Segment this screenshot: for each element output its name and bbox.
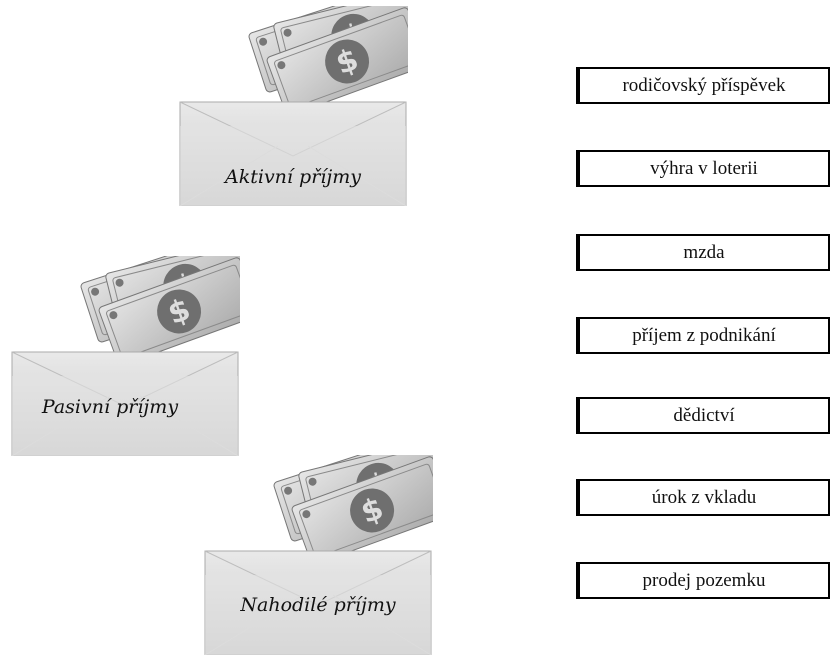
card-rodicovsky-prispevek[interactable]: rodičovský příspěvek bbox=[576, 67, 830, 104]
envelope-aktivni: Aktivní příjmy bbox=[178, 6, 408, 206]
envelope-label: Nahodilé příjmy bbox=[240, 594, 396, 616]
envelope-nahodile: Nahodilé příjmy bbox=[203, 455, 433, 655]
card-prijem-z-podnikani[interactable]: příjem z podnikání bbox=[576, 317, 830, 354]
card-urok-z-vkladu[interactable]: úrok z vkladu bbox=[576, 479, 830, 516]
card-vyhra-v-loterii[interactable]: výhra v loterii bbox=[576, 150, 830, 187]
envelope-pasivni: Pasivní příjmy bbox=[10, 256, 240, 456]
envelope-label: Pasivní příjmy bbox=[41, 396, 179, 418]
money-envelope-icon bbox=[203, 455, 433, 655]
card-prodej-pozemku[interactable]: prodej pozemku bbox=[576, 562, 830, 599]
money-envelope-icon bbox=[10, 256, 240, 456]
card-dedictvi[interactable]: dědictví bbox=[576, 397, 830, 434]
envelope-label: Aktivní příjmy bbox=[225, 166, 361, 188]
card-mzda[interactable]: mzda bbox=[576, 234, 830, 271]
